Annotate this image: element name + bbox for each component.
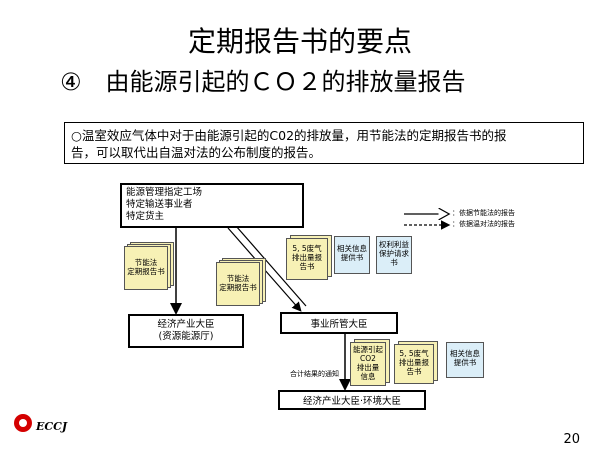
page-subtitle: ④ 由能源引起的ＣＯ２的排放量报告	[60, 68, 466, 96]
entity-transporter: 特定输送事业者	[126, 199, 193, 210]
doc-label-2: CO2	[360, 354, 376, 363]
arrow-to-jurisdiction-b	[235, 225, 307, 307]
doc-rights-request: 权利利益 保护请求 书	[376, 236, 414, 278]
doc-co2-info: 能源引起 CO2 排出量 信息	[350, 339, 390, 388]
doc-label-2: 定期报告书	[219, 283, 257, 292]
doc-label-2: 提供书	[340, 253, 364, 262]
meti-agency-label: (资源能源厅)	[158, 331, 214, 342]
final-ministers-box: 经济产业大臣·环境大臣	[278, 390, 426, 410]
doc-label-1: 能源引起	[353, 345, 383, 354]
doc-related-info-upper: 相关信息 提供书	[334, 236, 372, 278]
summary-box: ○温室效应气体中对于由能源引起的C02的排放量，用节能法的定期报告书的报 告，可…	[64, 122, 584, 164]
doc-ghg-report-lower: 5, 5废气 排出量报 告书	[394, 341, 440, 388]
page-title: 定期报告书的要点	[187, 25, 412, 58]
doc-label-1: 5, 5废气	[399, 349, 429, 358]
doc-label-2: 提供书	[453, 358, 477, 367]
doc-related-info-lower: 相关信息 提供书	[446, 342, 486, 382]
doc-label-3: 告书	[299, 262, 315, 271]
doc-label-1: 权利利益	[379, 240, 409, 249]
doc-energy-report-middle: 节能法 定期报告书	[216, 258, 266, 308]
entity-designated-factory: 能源管理指定工场	[126, 187, 203, 198]
doc-label-1: 相关信息	[337, 244, 367, 253]
doc-energy-report-upper: 节能法 定期报告书	[124, 242, 174, 292]
doc-label-2: 排出量报	[292, 253, 322, 262]
eccj-logo-icon	[14, 414, 32, 432]
jurisdiction-minister-label: 事业所管大臣	[310, 319, 368, 330]
jurisdiction-minister-box: 事业所管大臣	[280, 312, 398, 334]
doc-label-1: 相关信息	[450, 349, 480, 358]
summary-line-1: ○温室效应气体中对于由能源引起的C02的排放量，用节能法的定期报告书的报	[71, 128, 507, 143]
doc-label-2: 定期报告书	[127, 267, 165, 276]
doc-label-4: 信息	[360, 372, 376, 381]
page-number: 20	[563, 432, 580, 447]
doc-ghg-report-upper: 5, 5废气 排出量报 告书	[286, 235, 332, 282]
doc-label-1: 节能法	[134, 258, 158, 267]
summary-line-2: 告，可以取代出自温对法的公布制度的报告。	[71, 145, 322, 160]
meti-box: 经济产业大臣 (资源能源厅)	[128, 314, 244, 348]
eccj-logo-text: ECCJ	[36, 420, 68, 433]
doc-label-3: 排出量	[356, 363, 380, 372]
legend-warming-law: ：依据温对法的报告	[452, 220, 515, 228]
entity-shipper: 特定货主	[126, 211, 165, 222]
doc-label-1: 节能法	[226, 274, 250, 283]
final-ministers-label: 经济产业大臣·环境大臣	[302, 396, 402, 407]
doc-label-2: 保护请求	[379, 249, 409, 258]
doc-label-3: 告书	[406, 367, 422, 376]
meti-label: 经济产业大臣	[157, 319, 215, 330]
notice-label: 合计结果的通知	[290, 370, 339, 378]
legend-energy-law: ：依据节能法的报告	[452, 209, 515, 217]
doc-label-1: 5, 5废气	[292, 244, 322, 253]
entities-box: 能源管理指定工场 特定输送事业者 特定货主	[120, 183, 304, 228]
doc-label-3: 书	[390, 258, 398, 267]
doc-label-2: 排出量报	[399, 358, 429, 367]
